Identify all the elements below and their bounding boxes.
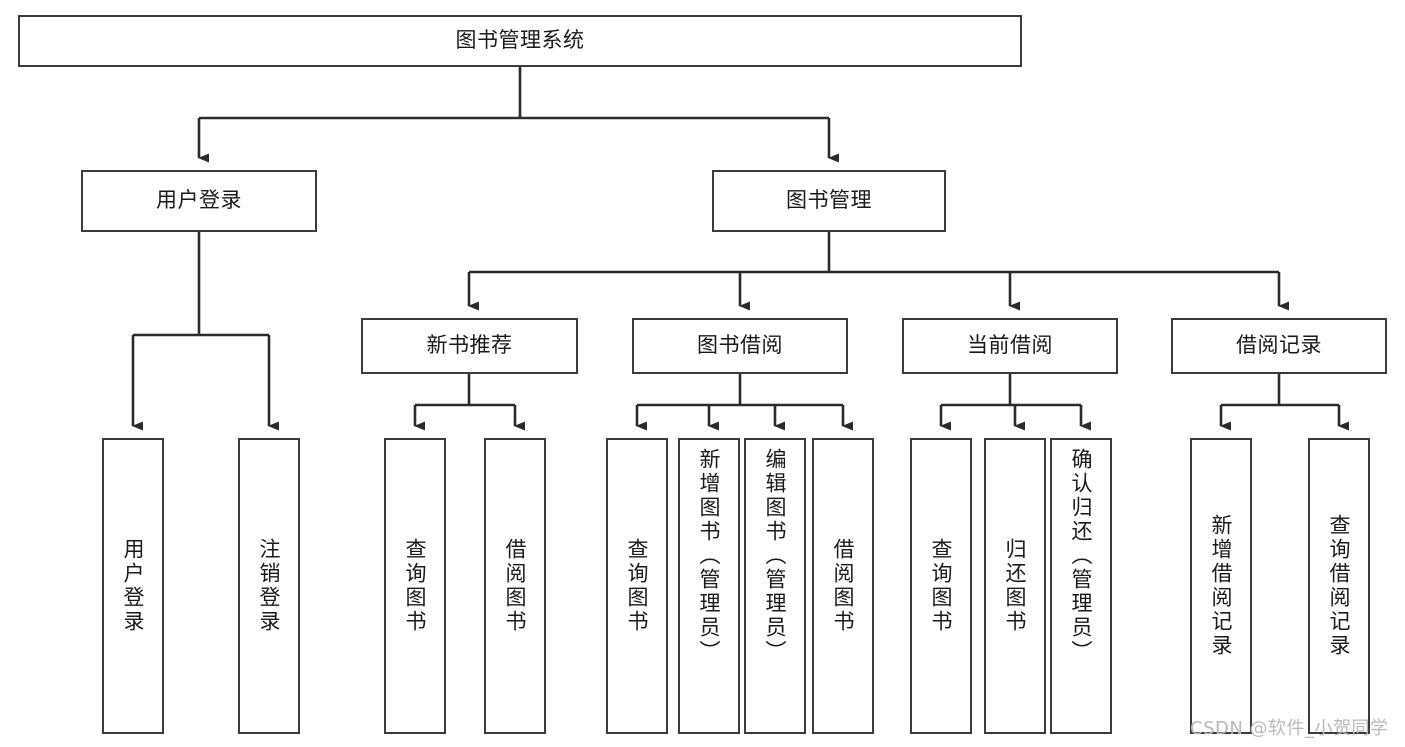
leaf-user-login[interactable]: 用户登录 — [102, 438, 164, 734]
leaf-user-login-label: 用户登录 — [121, 538, 146, 634]
leaf-logout-label: 注销登录 — [257, 538, 282, 634]
leaf-query-book-3-label: 查询图书 — [929, 538, 954, 634]
leaf-add-book-admin[interactable]: 新增图书（管理员） — [678, 438, 740, 734]
leaf-query-book-3[interactable]: 查询图书 — [910, 438, 972, 734]
leaf-return-book[interactable]: 归还图书 — [984, 438, 1046, 734]
leaf-add-borrow-record-label: 新增借阅记录 — [1209, 514, 1234, 658]
leaf-logout[interactable]: 注销登录 — [238, 438, 300, 734]
node-current-borrow[interactable]: 当前借阅 — [902, 318, 1118, 374]
leaf-add-book-admin-label: 新增图书（管理员） — [697, 448, 722, 664]
node-user-login[interactable]: 用户登录 — [81, 170, 317, 232]
node-book-borrow-label: 图书借阅 — [697, 333, 783, 358]
csdn-watermark: CSDN @软件_小贺同学 — [1190, 718, 1389, 739]
node-root-label: 图书管理系统 — [455, 28, 585, 53]
node-new-book-recommend-label: 新书推荐 — [426, 333, 513, 358]
node-book-management-label: 图书管理 — [786, 188, 872, 213]
node-new-book-recommend[interactable]: 新书推荐 — [361, 318, 578, 374]
node-borrow-record[interactable]: 借阅记录 — [1171, 318, 1387, 374]
leaf-return-book-label: 归还图书 — [1003, 538, 1028, 634]
leaf-confirm-return-admin-label: 确认归还（管理员） — [1069, 448, 1094, 664]
leaf-borrow-book-1-label: 借阅图书 — [503, 538, 528, 634]
leaf-query-book-1-label: 查询图书 — [403, 538, 428, 634]
leaf-borrow-book-2[interactable]: 借阅图书 — [812, 438, 874, 734]
leaf-query-borrow-record-label: 查询借阅记录 — [1327, 514, 1352, 658]
node-book-management[interactable]: 图书管理 — [712, 170, 946, 232]
leaf-query-book-1[interactable]: 查询图书 — [384, 438, 446, 734]
leaf-borrow-book-2-label: 借阅图书 — [831, 538, 856, 634]
leaf-borrow-book-1[interactable]: 借阅图书 — [484, 438, 546, 734]
node-borrow-record-label: 借阅记录 — [1236, 333, 1322, 358]
node-current-borrow-label: 当前借阅 — [967, 333, 1053, 358]
node-book-borrow[interactable]: 图书借阅 — [632, 318, 848, 374]
leaf-add-borrow-record[interactable]: 新增借阅记录 — [1190, 438, 1252, 734]
leaf-edit-book-admin[interactable]: 编辑图书（管理员） — [744, 438, 806, 734]
leaf-query-borrow-record[interactable]: 查询借阅记录 — [1308, 438, 1370, 734]
leaf-edit-book-admin-label: 编辑图书（管理员） — [763, 448, 788, 664]
leaf-query-book-2-label: 查询图书 — [625, 538, 650, 634]
leaf-confirm-return-admin[interactable]: 确认归还（管理员） — [1050, 438, 1112, 734]
node-root[interactable]: 图书管理系统 — [18, 15, 1022, 67]
node-user-login-label: 用户登录 — [156, 188, 242, 213]
leaf-query-book-2[interactable]: 查询图书 — [606, 438, 668, 734]
